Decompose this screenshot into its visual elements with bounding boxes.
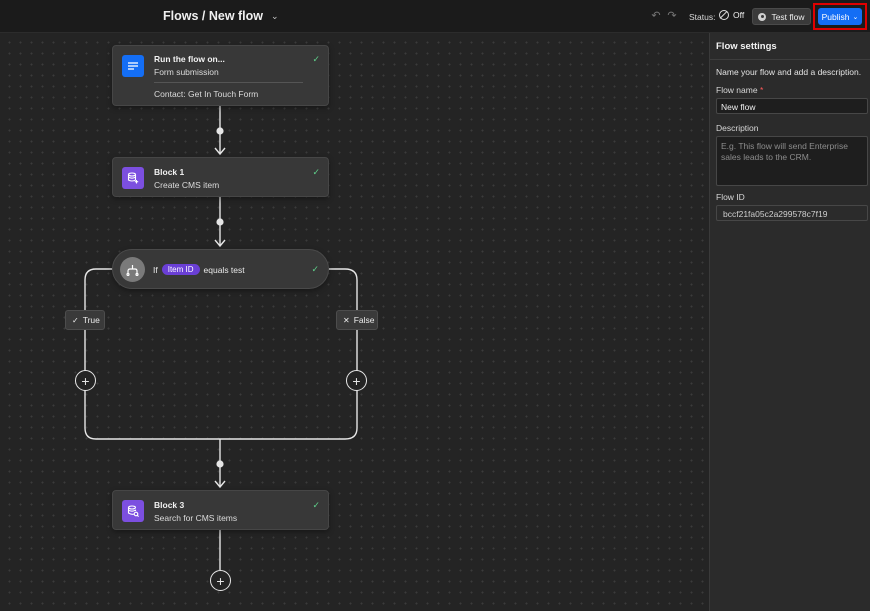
chevron-down-icon[interactable]: ⌄ xyxy=(271,10,279,21)
description-label: Description xyxy=(716,123,759,133)
test-flow-button[interactable]: Test flow xyxy=(752,8,811,25)
flow-name-input[interactable]: New flow xyxy=(716,98,868,114)
branch-false-text: False xyxy=(353,315,375,325)
trigger-title: Run the flow on... xyxy=(154,54,225,64)
close-icon: ✕ xyxy=(343,315,350,325)
status-value: Off xyxy=(733,10,745,20)
divider xyxy=(154,82,303,83)
block-1-subtitle: Create CMS item xyxy=(154,180,220,190)
add-step-true-button[interactable]: + xyxy=(75,370,96,391)
chevron-down-icon: ⌄ xyxy=(852,13,859,21)
test-icon xyxy=(758,12,767,21)
flow-name-label: Flow name * xyxy=(716,85,763,95)
condition-text: If Item ID equals test xyxy=(153,264,245,275)
plus-icon: + xyxy=(216,572,225,589)
redo-icon[interactable]: ↷ xyxy=(667,10,677,22)
condition-field-pill[interactable]: Item ID xyxy=(161,264,200,275)
check-icon: ✓ xyxy=(311,264,319,274)
condition-operator: equals test xyxy=(203,264,245,275)
flow-name-label-text: Flow name xyxy=(716,85,758,95)
description-textarea[interactable]: E.g. This flow will send Enterprise sale… xyxy=(716,136,868,186)
block-1-title: Block 1 xyxy=(154,167,185,177)
add-step-false-button[interactable]: + xyxy=(346,370,367,391)
block-3-subtitle: Search for CMS items xyxy=(154,513,238,523)
flow-settings-panel: Flow settings Name your flow and add a d… xyxy=(709,33,870,611)
database-search-icon xyxy=(122,500,144,522)
test-flow-label: Test flow xyxy=(771,11,805,22)
top-bar: Flows / New flow ⌄ ↶ ↷ Status: Off Test … xyxy=(0,0,870,33)
power-off-icon xyxy=(719,10,729,20)
publish-highlight: Publish ⌄ xyxy=(813,3,867,30)
form-icon xyxy=(122,55,144,77)
publish-label: Publish xyxy=(821,11,850,22)
block-1-node[interactable]: Block 1 Create CMS item ✓ xyxy=(112,157,329,197)
status-toggle[interactable]: Off xyxy=(719,10,744,20)
plus-icon: + xyxy=(81,372,90,389)
block-3-title: Block 3 xyxy=(154,500,185,510)
trigger-subtitle: Form submission xyxy=(154,67,219,77)
publish-button[interactable]: Publish ⌄ xyxy=(818,8,862,25)
branch-true-text: True xyxy=(82,315,100,325)
status-label: Status: xyxy=(689,12,716,22)
add-step-end-button[interactable]: + xyxy=(210,570,231,591)
flow-id-label: Flow ID xyxy=(716,192,745,202)
block-3-node[interactable]: Block 3 Search for CMS items ✓ xyxy=(112,490,329,530)
check-icon: ✓ xyxy=(312,500,320,510)
panel-title: Flow settings xyxy=(710,33,870,60)
undo-icon[interactable]: ↶ xyxy=(651,10,661,22)
database-add-icon xyxy=(122,167,144,189)
flow-title[interactable]: Flows / New flow ⌄ xyxy=(163,9,279,23)
flow-title-text: Flows / New flow xyxy=(163,9,264,23)
condition-node[interactable]: If Item ID equals test ✓ xyxy=(112,249,329,289)
flow-connectors xyxy=(84,106,358,570)
branch-icon xyxy=(120,257,145,282)
required-marker: * xyxy=(759,85,764,95)
trigger-node[interactable]: Run the flow on... Form submission ✓ Con… xyxy=(112,45,329,106)
check-icon: ✓ xyxy=(72,315,79,325)
flow-id-field[interactable]: bccf21fa05c2a299578c7f19 xyxy=(716,205,868,221)
check-icon: ✓ xyxy=(312,167,320,177)
condition-prefix: If xyxy=(153,264,158,275)
panel-description: Name your flow and add a description. xyxy=(716,67,862,77)
branch-false-label[interactable]: ✕ False xyxy=(336,310,378,330)
branch-true-label[interactable]: ✓ True xyxy=(65,310,105,330)
check-icon: ✓ xyxy=(312,54,320,64)
plus-icon: + xyxy=(352,372,361,389)
trigger-detail: Contact: Get In Touch Form xyxy=(154,89,259,99)
